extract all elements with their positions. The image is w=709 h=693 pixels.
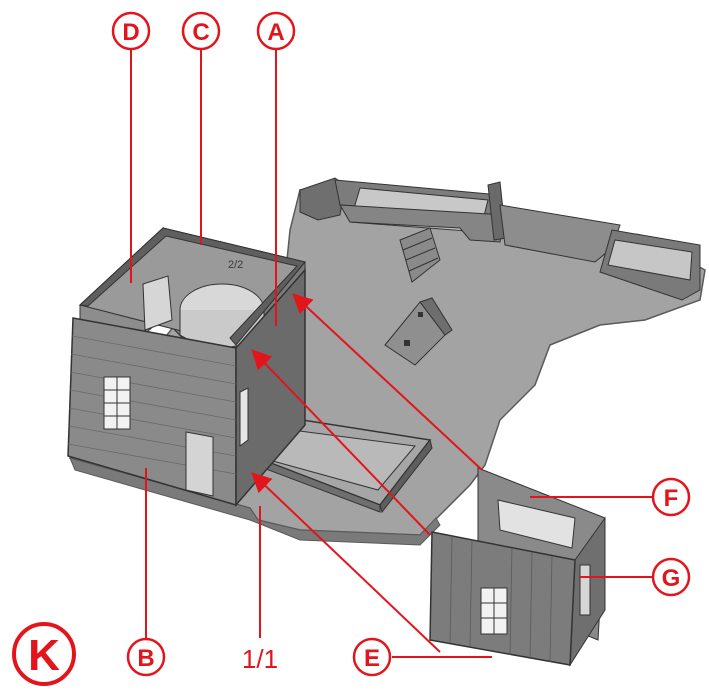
- arrow-f-to-rim: [292, 293, 483, 471]
- shed-part: [429, 467, 606, 667]
- callout-g-label: G: [662, 565, 681, 592]
- rear-walls: [299, 177, 701, 301]
- arrow-e-to-corner: [251, 472, 441, 653]
- callout-b: B: [126, 637, 166, 677]
- main-building: 2/2: [67, 226, 306, 508]
- callout-e-label: E: [364, 645, 380, 672]
- callout-b-label: B: [137, 645, 154, 672]
- callout-f-label: F: [664, 485, 679, 512]
- callout-k-label: K: [28, 631, 60, 680]
- callout-c-label: C: [192, 19, 209, 46]
- callout-a-label: A: [267, 19, 284, 46]
- base-part-number: 1/1: [242, 644, 278, 674]
- ramp-block: [384, 297, 453, 366]
- callout-g: G: [651, 557, 691, 597]
- callout-f: F: [651, 477, 691, 517]
- arrow-g-to-wall: [251, 349, 431, 536]
- front-frame: [248, 417, 433, 514]
- leader-lines: [130, 50, 652, 658]
- stairs: [399, 227, 441, 283]
- callout-c: C: [181, 11, 221, 51]
- callout-a: A: [256, 11, 296, 51]
- callout-d-label: D: [122, 19, 139, 46]
- wall-part-number: 2/2: [228, 259, 243, 271]
- callout-k: K: [12, 622, 76, 686]
- callout-e: E: [352, 637, 392, 677]
- callout-d: D: [111, 11, 151, 51]
